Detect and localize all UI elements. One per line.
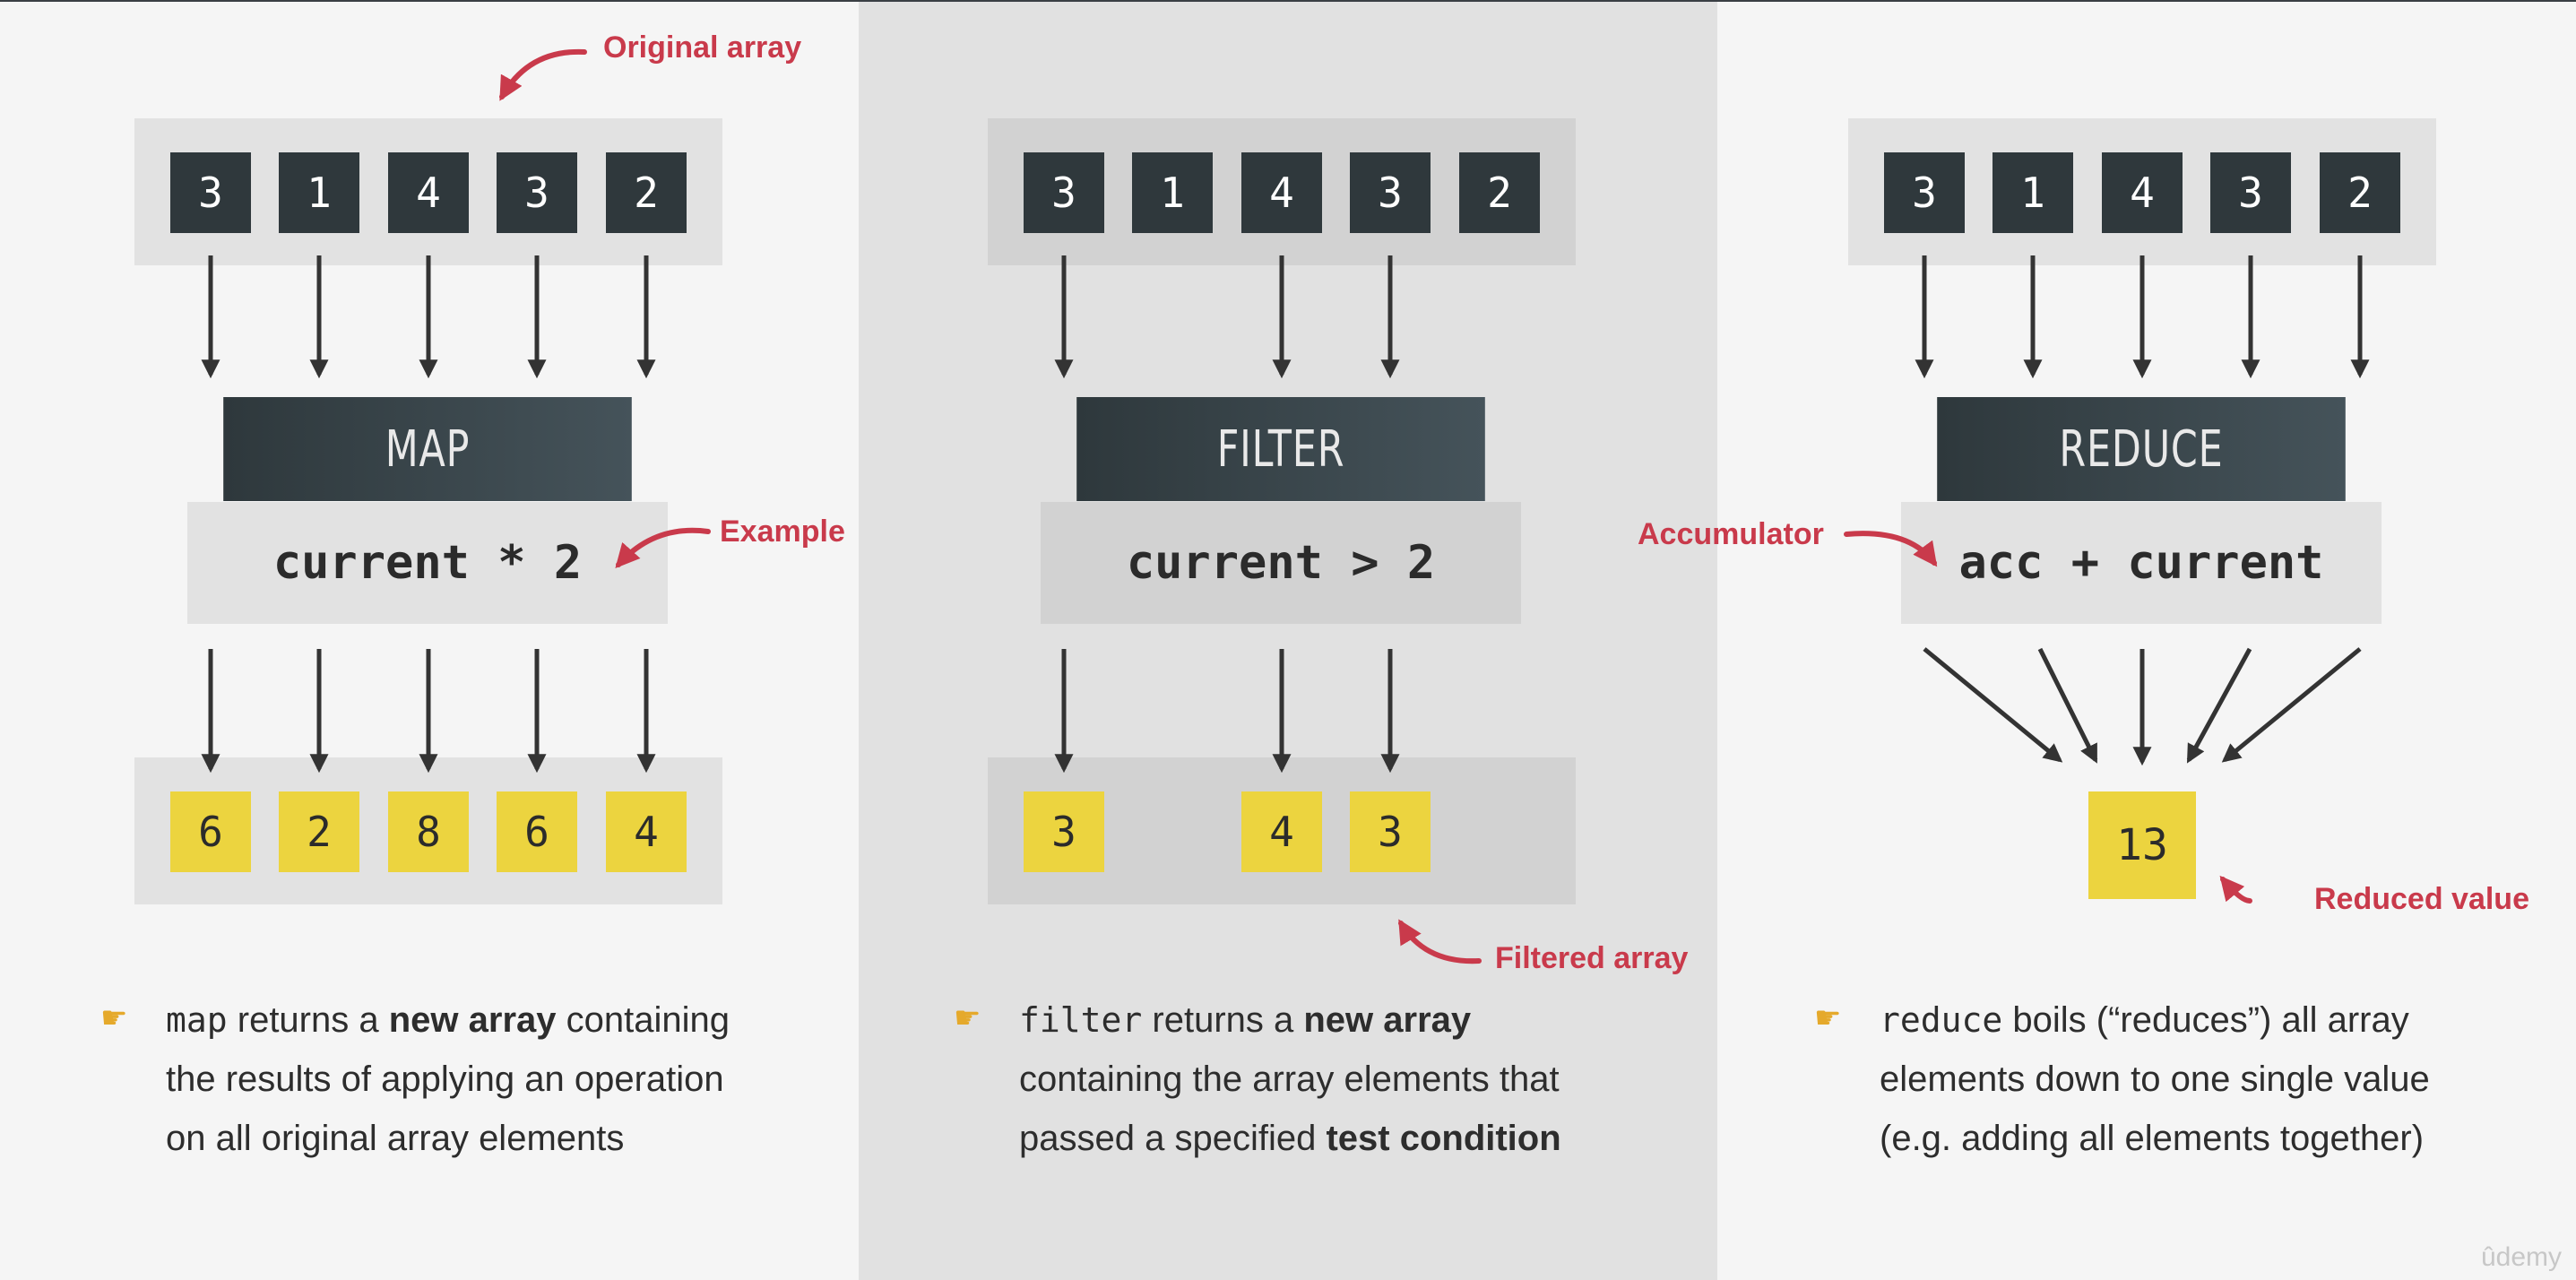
map-keyword: map [166, 1000, 228, 1040]
filter-output-cell: 4 [1241, 791, 1322, 872]
map-input-cell: 2 [606, 152, 687, 233]
accumulator-callout: Accumulator [1638, 517, 1824, 551]
filtered-array-callout: Filtered array [1495, 941, 1689, 975]
map-output-cell: 2 [279, 791, 359, 872]
reduce-input-cell: 1 [1993, 152, 2073, 233]
reduce-input-cell: 2 [2320, 152, 2400, 233]
filter-keyword: filter [1019, 1000, 1143, 1040]
example-callout: Example [720, 515, 845, 549]
map-input-cell: 1 [279, 152, 359, 233]
map-input-array: 3 1 4 3 2 [134, 118, 722, 265]
reduce-input-cell: 4 [2102, 152, 2183, 233]
map-description: map returns a new array containing the r… [166, 1000, 730, 1158]
map-output-cell: 6 [497, 791, 577, 872]
filter-output-array: 3 4 3 [988, 757, 1576, 904]
map-operation-code: current * 2 [187, 502, 668, 624]
map-output-cell: 6 [170, 791, 251, 872]
filter-input-cell: 3 [1350, 152, 1431, 233]
map-input-cell: 4 [388, 152, 469, 233]
reduce-description: reduce boils (“reduces”) all array eleme… [1880, 1000, 2430, 1158]
filter-description: filter returns a new array containing th… [1019, 1000, 1561, 1158]
filter-input-cell: 3 [1024, 152, 1104, 233]
reduce-operation-code: acc + current [1901, 502, 2382, 624]
top-border [0, 0, 2576, 2]
pointing-hand-icon: ☛ [954, 1000, 981, 1036]
filter-input-cell: 2 [1459, 152, 1540, 233]
map-input-cell: 3 [497, 152, 577, 233]
reduce-keyword: reduce [1880, 1000, 2003, 1040]
reduced-value-cell: 13 [2088, 791, 2196, 899]
reduce-title: REDUCE [1937, 397, 2346, 501]
filter-output-cell: 3 [1024, 791, 1104, 872]
udemy-logo: ûdemy [2480, 1242, 2562, 1272]
map-input-cell: 3 [170, 152, 251, 233]
filter-title: FILTER [1076, 397, 1485, 501]
filter-output-cell: 3 [1350, 791, 1431, 872]
map-title: MAP [223, 397, 632, 501]
map-output-cell: 4 [606, 791, 687, 872]
filter-input-cell: 1 [1132, 152, 1213, 233]
reduce-input-array: 3 1 4 3 2 [1848, 118, 2436, 265]
filter-input-array: 3 1 4 3 2 [988, 118, 1576, 265]
map-output-cell: 8 [388, 791, 469, 872]
reduce-input-cell: 3 [1884, 152, 1965, 233]
original-array-callout: Original array [603, 30, 802, 65]
reduced-value-callout: Reduced value [2314, 882, 2529, 916]
map-output-array: 6 2 8 6 4 [134, 757, 722, 904]
pointing-hand-icon: ☛ [1814, 1000, 1842, 1036]
pointing-hand-icon: ☛ [100, 1000, 128, 1036]
reduce-input-cell: 3 [2210, 152, 2291, 233]
filter-operation-code: current > 2 [1041, 502, 1521, 624]
filter-input-cell: 4 [1241, 152, 1322, 233]
